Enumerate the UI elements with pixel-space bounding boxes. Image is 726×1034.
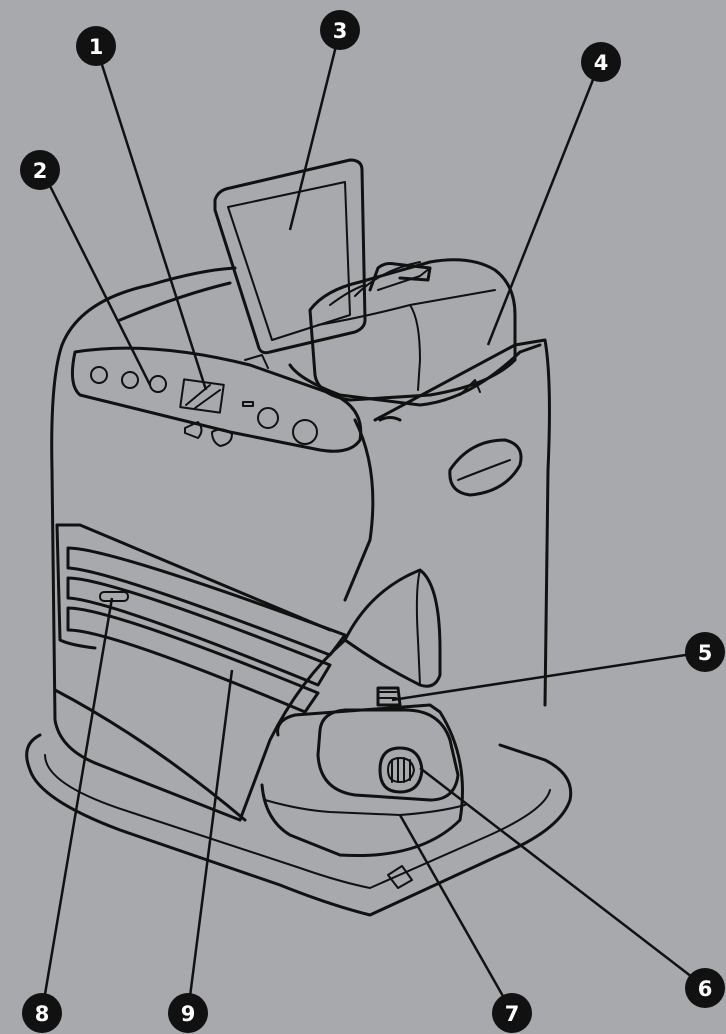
callout-badge bbox=[685, 632, 725, 672]
leader-line-4 bbox=[486, 61, 602, 346]
callout-7: 7 bbox=[492, 993, 532, 1033]
callout-badge bbox=[492, 993, 532, 1033]
callout-number: 6 bbox=[698, 977, 713, 1001]
leader-line-7 bbox=[398, 814, 514, 1013]
callout-number: 1 bbox=[89, 35, 104, 59]
leader-lines bbox=[40, 29, 706, 1013]
callout-number: 7 bbox=[505, 1002, 520, 1026]
leader-line-5 bbox=[391, 650, 706, 702]
front-door bbox=[343, 568, 442, 688]
control-button bbox=[292, 419, 318, 445]
grille-clip bbox=[99, 591, 129, 602]
callout-badge bbox=[685, 968, 725, 1008]
callout-8: 8 bbox=[22, 993, 62, 1033]
fuel-gauge-area bbox=[376, 686, 424, 794]
fuel-tank bbox=[288, 258, 542, 407]
base-tray bbox=[25, 733, 573, 917]
callout-number: 2 bbox=[33, 159, 48, 183]
callout-1: 1 bbox=[76, 26, 116, 66]
control-panel bbox=[70, 346, 363, 453]
callout-9: 9 bbox=[168, 993, 208, 1033]
callout-badge bbox=[22, 993, 62, 1033]
minus-button bbox=[184, 421, 203, 439]
plus-button bbox=[211, 428, 233, 447]
leader-line-1 bbox=[94, 45, 208, 391]
callout-badge bbox=[581, 42, 621, 82]
callout-number: 5 bbox=[698, 641, 713, 665]
heater-body bbox=[50, 266, 551, 822]
control-button bbox=[90, 366, 108, 384]
callout-5: 5 bbox=[685, 632, 725, 672]
callout-6: 6 bbox=[685, 968, 725, 1008]
leader-line-3 bbox=[288, 29, 342, 231]
reservoir bbox=[260, 703, 466, 889]
leader-line-9 bbox=[186, 669, 234, 1013]
display-window bbox=[179, 378, 225, 414]
control-button bbox=[257, 407, 279, 429]
callout-3: 3 bbox=[320, 10, 360, 50]
callout-badge bbox=[20, 150, 60, 190]
callout-number: 8 bbox=[35, 1002, 50, 1026]
callout-number: 4 bbox=[594, 51, 609, 75]
callout-number: 3 bbox=[333, 19, 348, 43]
leader-line-2 bbox=[40, 169, 152, 386]
control-button bbox=[149, 375, 167, 393]
callout-4: 4 bbox=[581, 42, 621, 82]
callout-badge bbox=[168, 993, 208, 1033]
callout-2: 2 bbox=[20, 150, 60, 190]
tank-lid bbox=[213, 158, 367, 369]
indicator-light bbox=[242, 401, 254, 407]
leader-line-6 bbox=[419, 767, 706, 988]
callout-badge bbox=[320, 10, 360, 50]
callout-number: 9 bbox=[181, 1002, 196, 1026]
front-grille bbox=[55, 523, 347, 714]
control-button bbox=[121, 371, 139, 389]
leader-line-8 bbox=[40, 597, 114, 1013]
callout-badge bbox=[76, 26, 116, 66]
